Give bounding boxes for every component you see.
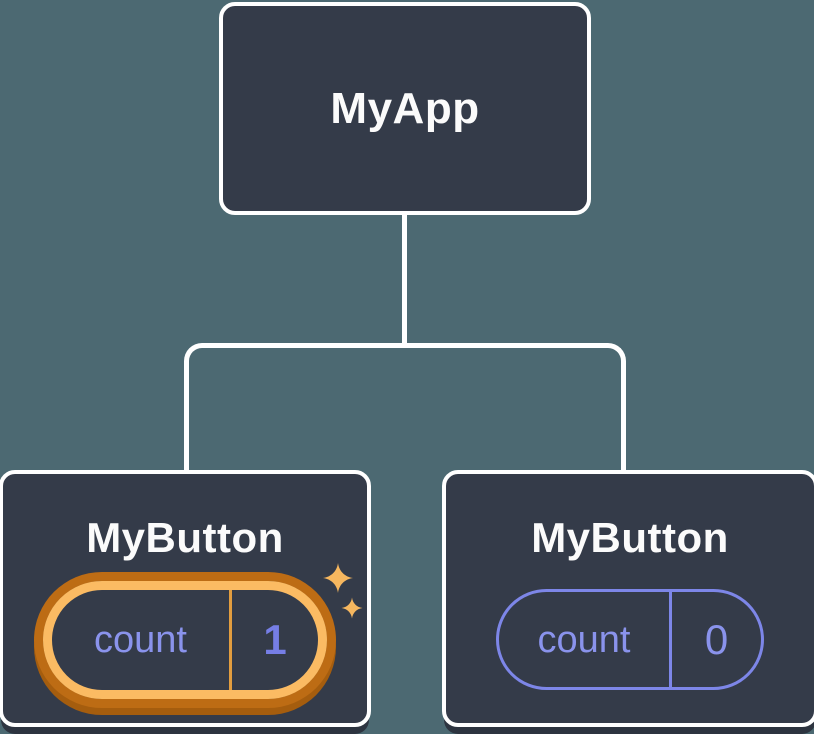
sparkles-icon xyxy=(323,563,363,619)
component-node-mybutton-right: MyButton count 0 xyxy=(442,470,814,727)
node-title: MyButton xyxy=(531,514,729,561)
connector-stem xyxy=(402,213,407,347)
state-divider xyxy=(229,590,232,690)
state-value: 1 xyxy=(263,616,287,663)
state-pill: count 0 xyxy=(496,589,764,690)
state-divider xyxy=(669,592,672,687)
state-name: count xyxy=(537,618,631,661)
state-pill-highlighted: count 1 xyxy=(43,581,327,699)
state-value: 0 xyxy=(704,615,729,663)
connector-branches xyxy=(184,343,626,473)
state-name: count xyxy=(94,619,187,661)
node-title: MyButton xyxy=(86,514,284,561)
node-title: MyApp xyxy=(330,83,480,133)
component-node-mybutton-left: MyButton count 1 xyxy=(0,470,371,727)
component-node-myapp: MyApp xyxy=(219,2,591,215)
